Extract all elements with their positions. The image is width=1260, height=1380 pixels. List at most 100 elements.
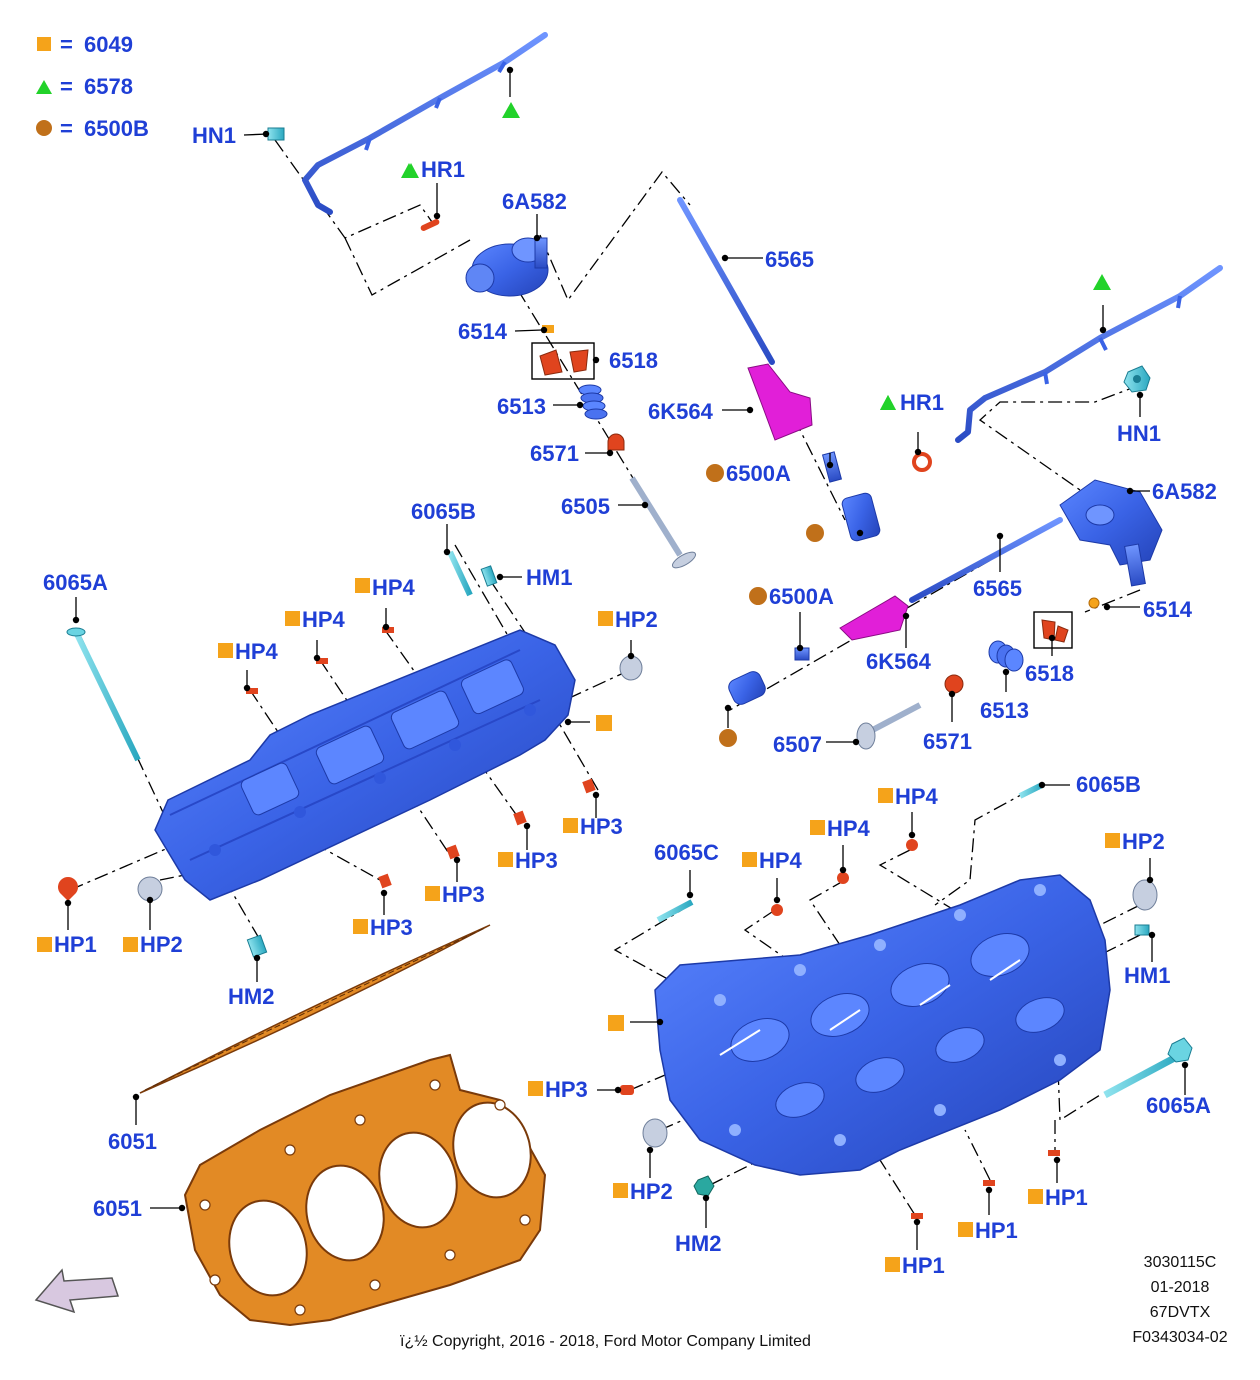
hp2-plug <box>1132 879 1158 911</box>
legend-item-6049: = 6049 <box>37 32 133 57</box>
label-6065b: 6065B <box>1076 772 1141 797</box>
oil-feed-tube <box>302 32 548 215</box>
label-hr1: HR1 <box>900 390 944 415</box>
legend: = 6049 = 6578 = 6500B <box>36 32 149 141</box>
square-marker <box>596 715 612 731</box>
right-valvetrain-group <box>719 265 1223 750</box>
label-6065a: 6065A <box>1146 1093 1211 1118</box>
square-marker-icon <box>37 37 51 51</box>
label-hp2: HP2 <box>1122 829 1165 854</box>
label-hp1: HP1 <box>54 932 97 957</box>
label-hp3: HP3 <box>545 1077 588 1102</box>
label-hp3: HP3 <box>580 814 623 839</box>
label-6514: 6514 <box>458 319 508 344</box>
valve-keeper <box>542 325 554 333</box>
rocker-arm-assembly <box>1059 479 1163 587</box>
label-hp1: HP1 <box>975 1218 1018 1243</box>
label-hn1: HN1 <box>192 123 236 148</box>
valve-spring <box>578 384 608 420</box>
legend-item-6500b: = 6500B <box>36 116 149 141</box>
left-head-fasteners <box>58 550 643 958</box>
head-bolt-long <box>1103 1051 1182 1099</box>
rocker-arm-assembly <box>465 237 549 297</box>
label-6500a: 6500A <box>726 461 791 486</box>
part-labels: HN1 HR1 6A582 6565 6514 6518 6513 6K564 … <box>43 123 1217 1278</box>
legend-eq: = <box>60 32 73 57</box>
label-hp3: HP3 <box>515 848 558 873</box>
hp-plugs <box>620 839 1060 1219</box>
label-6a582: 6A582 <box>1152 479 1217 504</box>
right-head-fasteners <box>608 782 1193 1219</box>
hp1-plug <box>58 877 78 901</box>
copyright-notice: ï¿½ Copyright, 2016 - 2018, Ford Motor C… <box>400 1333 811 1350</box>
label-6065c: 6065C <box>654 840 719 865</box>
left-cylinder-head <box>154 629 576 901</box>
label-hp2: HP2 <box>630 1179 673 1204</box>
label-6065a: 6065A <box>43 570 108 595</box>
label-hp3: HP3 <box>370 915 413 940</box>
leader-dots <box>64 66 1189 1226</box>
roller-lifter <box>728 671 766 705</box>
triangle-marker <box>1093 274 1111 290</box>
dowel-sleeve <box>246 934 268 958</box>
round-marker <box>806 524 824 542</box>
drawing-code: 3030115C <box>1143 1254 1217 1271</box>
pushrod <box>909 517 1063 603</box>
label-6051: 6051 <box>93 1196 142 1221</box>
label-6051: 6051 <box>108 1129 157 1154</box>
fitting-nut <box>1123 365 1151 393</box>
legend-text: 6049 <box>84 32 133 57</box>
pushrod-guide <box>747 363 813 441</box>
intake-valve <box>629 476 697 569</box>
circle-marker-icon <box>750 589 766 605</box>
banjo-fitting <box>267 127 285 141</box>
pushrod-guide <box>839 595 909 641</box>
triangle-marker-icon <box>401 163 417 178</box>
label-6513: 6513 <box>497 394 546 419</box>
valve-keeper-left <box>539 349 563 376</box>
label-hp2: HP2 <box>140 932 183 957</box>
label-6514: 6514 <box>1143 597 1193 622</box>
label-6571: 6571 <box>530 441 579 466</box>
small-seal <box>420 219 440 231</box>
legend-item-6578: = 6578 <box>36 74 133 99</box>
label-hm1: HM1 <box>1124 963 1170 988</box>
hp2-plug <box>619 655 643 681</box>
hp-plugs <box>246 627 596 889</box>
label-6a582: 6A582 <box>502 189 567 214</box>
leader-lines <box>67 70 1186 1250</box>
label-hp3: HP3 <box>442 882 485 907</box>
label-hp4: HP4 <box>759 848 803 873</box>
label-hp4: HP4 <box>827 816 871 841</box>
head-bolt-short <box>1018 782 1044 799</box>
drawing-date: 01-2018 <box>1150 1279 1210 1296</box>
triangle-marker-icon <box>880 395 896 410</box>
triangle-marker <box>502 102 520 118</box>
label-hp2: HP2 <box>615 607 658 632</box>
label-6k564: 6K564 <box>866 649 932 674</box>
label-hm2: HM2 <box>228 984 274 1009</box>
circle-marker-icon <box>707 466 723 482</box>
legend-text: 6500B <box>84 116 149 141</box>
oil-feed-tube <box>955 265 1223 443</box>
valve-keeper-right <box>569 349 589 373</box>
label-hp1: HP1 <box>1045 1185 1088 1210</box>
exhaust-valve <box>856 702 922 750</box>
label-hp4: HP4 <box>372 575 416 600</box>
valve-seal <box>607 433 625 451</box>
label-6571: 6571 <box>923 729 972 754</box>
label-hp4: HP4 <box>235 639 279 664</box>
label-6065b: 6065B <box>411 499 476 524</box>
roller-lifter <box>841 492 881 542</box>
valve-spring <box>988 640 1024 672</box>
triangle-marker-icon <box>36 80 52 94</box>
legend-eq: = <box>60 74 73 99</box>
label-hp4: HP4 <box>302 607 346 632</box>
head-bolt-long <box>73 630 141 762</box>
fitting-nut <box>693 1175 715 1197</box>
label-hm1: HM1 <box>526 565 572 590</box>
head-bolt-short <box>656 899 694 923</box>
label-6565: 6565 <box>973 576 1022 601</box>
hp2-plug <box>642 1118 668 1148</box>
